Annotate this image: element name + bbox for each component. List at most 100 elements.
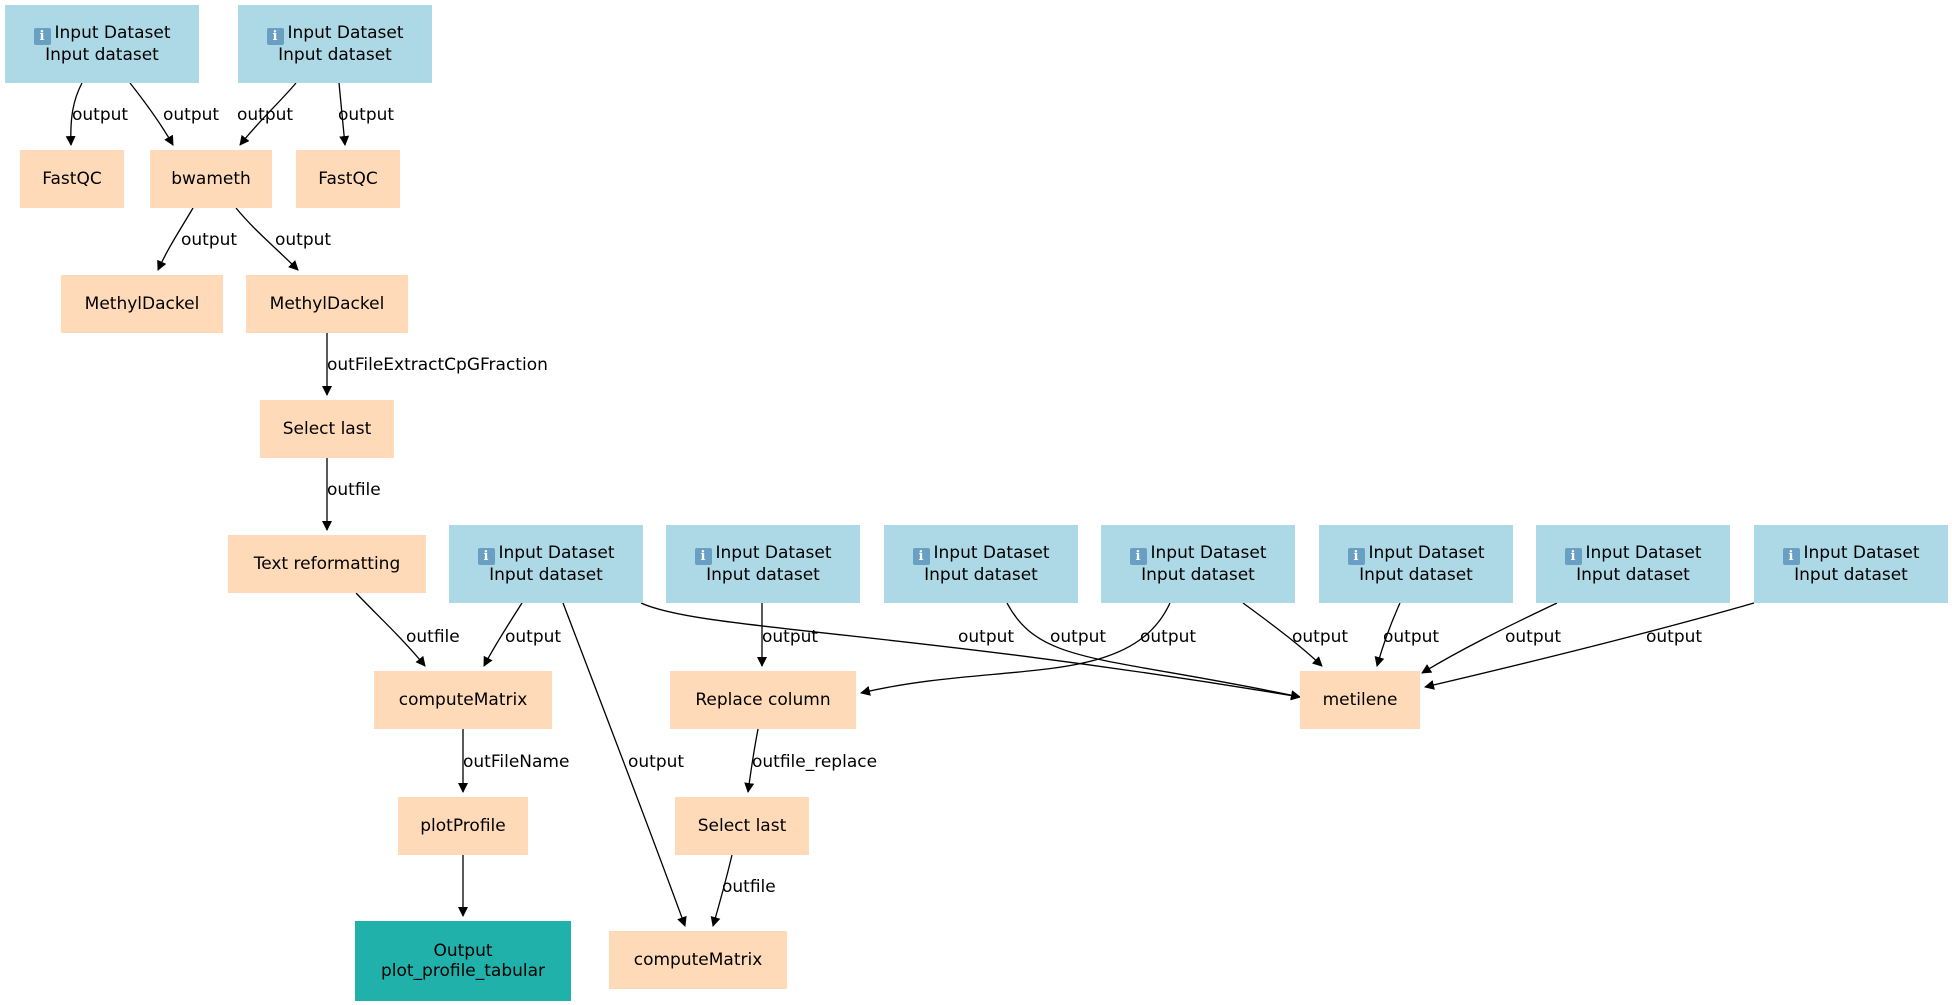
node-title: Select last [698,816,787,836]
edge-label: output [505,627,561,647]
tool-node-fastqc[interactable]: FastQC [20,150,124,208]
node-label: bwameth [171,169,251,189]
tool-node-plotprofile[interactable]: plotProfile [398,797,528,855]
node-title: bwameth [171,169,251,189]
node-label: Input dataset [489,565,603,585]
node-label: Input Dataset [933,543,1050,563]
tool-node-fastqc[interactable]: FastQC [296,150,400,208]
node-label: Input dataset [278,45,392,65]
edge-in2-to-metilene [640,602,1301,701]
info-icon: i [1129,548,1147,565]
edge-in8-to-metilene [1424,602,1755,690]
node-label: Output [433,941,493,961]
edges-layer: output output output output output output outF… [65,82,1755,927]
edge-label: outfile [327,480,381,500]
node-label: Replace column [695,690,831,710]
edge-in0-to-bwameth [129,82,174,146]
node-title: Replace column [695,690,830,710]
tool-node-methyldackel[interactable]: MethylDackel [246,275,408,333]
node-label: Select last [282,419,372,439]
node-label: Input Dataset [498,543,615,563]
node-title: MethylDackel [85,294,200,314]
node-label: Input dataset [1576,565,1690,585]
node-title: FastQC [42,169,101,189]
node-label: Input Dataset [54,23,171,43]
tool-node-text-reformatting[interactable]: Text reformatting [228,535,426,593]
node-label: MethylDackel [269,294,385,314]
node-label: computeMatrix [633,950,763,970]
node-title: plotProfile [420,816,505,836]
info-icon: i [1782,548,1800,565]
edge-label: outFileName [463,752,569,772]
node-label: Input Dataset [715,543,832,563]
edge-label: outFileExtractCpGFraction [327,355,548,375]
node-label: Input dataset [1359,565,1473,585]
edge-label: output [163,105,219,125]
node-subtitle: Input dataset [489,565,603,585]
node-title: Select last [283,419,372,439]
node-label: Input Dataset [1803,543,1920,563]
tool-node-bwameth[interactable]: bwameth [150,150,272,208]
tool-node-select-last[interactable]: Select last [675,797,809,855]
node-label: Input Dataset [1150,543,1267,563]
edge-in1-to-fastqc1 [338,82,350,146]
edge-textreformat-to-computematrix0 [355,592,426,667]
tool-node-computematrix[interactable]: computeMatrix [374,671,552,729]
node-title: MethylDackel [270,294,385,314]
edge-label: output [1050,627,1106,647]
edge-label: output [1292,627,1348,647]
node-subtitle: plot_profile_tabular [381,961,545,981]
edge-label: output [181,230,237,250]
edge-in5-to-replacecolumn [860,602,1171,696]
info-icon: i [1347,548,1365,565]
node-label: plot_profile_tabular [380,961,546,981]
node-label: FastQC [318,169,378,189]
node-label: Select last [697,816,787,836]
tool-node-computematrix[interactable]: computeMatrix [609,931,787,989]
edge-in6-to-metilene [1374,602,1401,667]
edge-in2-to-computematrix0 [483,602,523,667]
edge-bwameth-to-methyl1 [235,207,299,271]
node-title: metilene [1323,690,1398,710]
info-icon: i [694,548,712,565]
edge-in7-to-metilene [1421,602,1558,674]
edge-label: outfile [722,877,776,897]
node-title: Output [433,941,492,961]
tool-node-replace-column[interactable]: Replace column [670,671,856,729]
tool-node-select-last[interactable]: Select last [260,400,394,458]
edge-label: output [338,105,394,125]
edge-bwameth-to-methyl0 [157,207,194,271]
edge-label: output [237,105,293,125]
node-subtitle: Input dataset [924,565,1038,585]
info-icon: i [1564,548,1582,565]
edge-label: output [1383,627,1439,647]
edge-label: output [958,627,1014,647]
edge-label: output [72,105,128,125]
node-label: Input Dataset [1368,543,1485,563]
tool-node-metilene[interactable]: metilene [1300,671,1420,729]
edge-replacecolumn-to-selectlast1 [744,728,759,793]
edge-label: outfile [406,627,460,647]
edge-label: outfile_replace [752,752,877,772]
node-subtitle: Input dataset [278,45,392,65]
edge-in4-to-metilene [1006,602,1301,701]
edge-label: output [628,752,684,772]
node-label: computeMatrix [398,690,528,710]
tool-node-methyldackel[interactable]: MethylDackel [61,275,223,333]
